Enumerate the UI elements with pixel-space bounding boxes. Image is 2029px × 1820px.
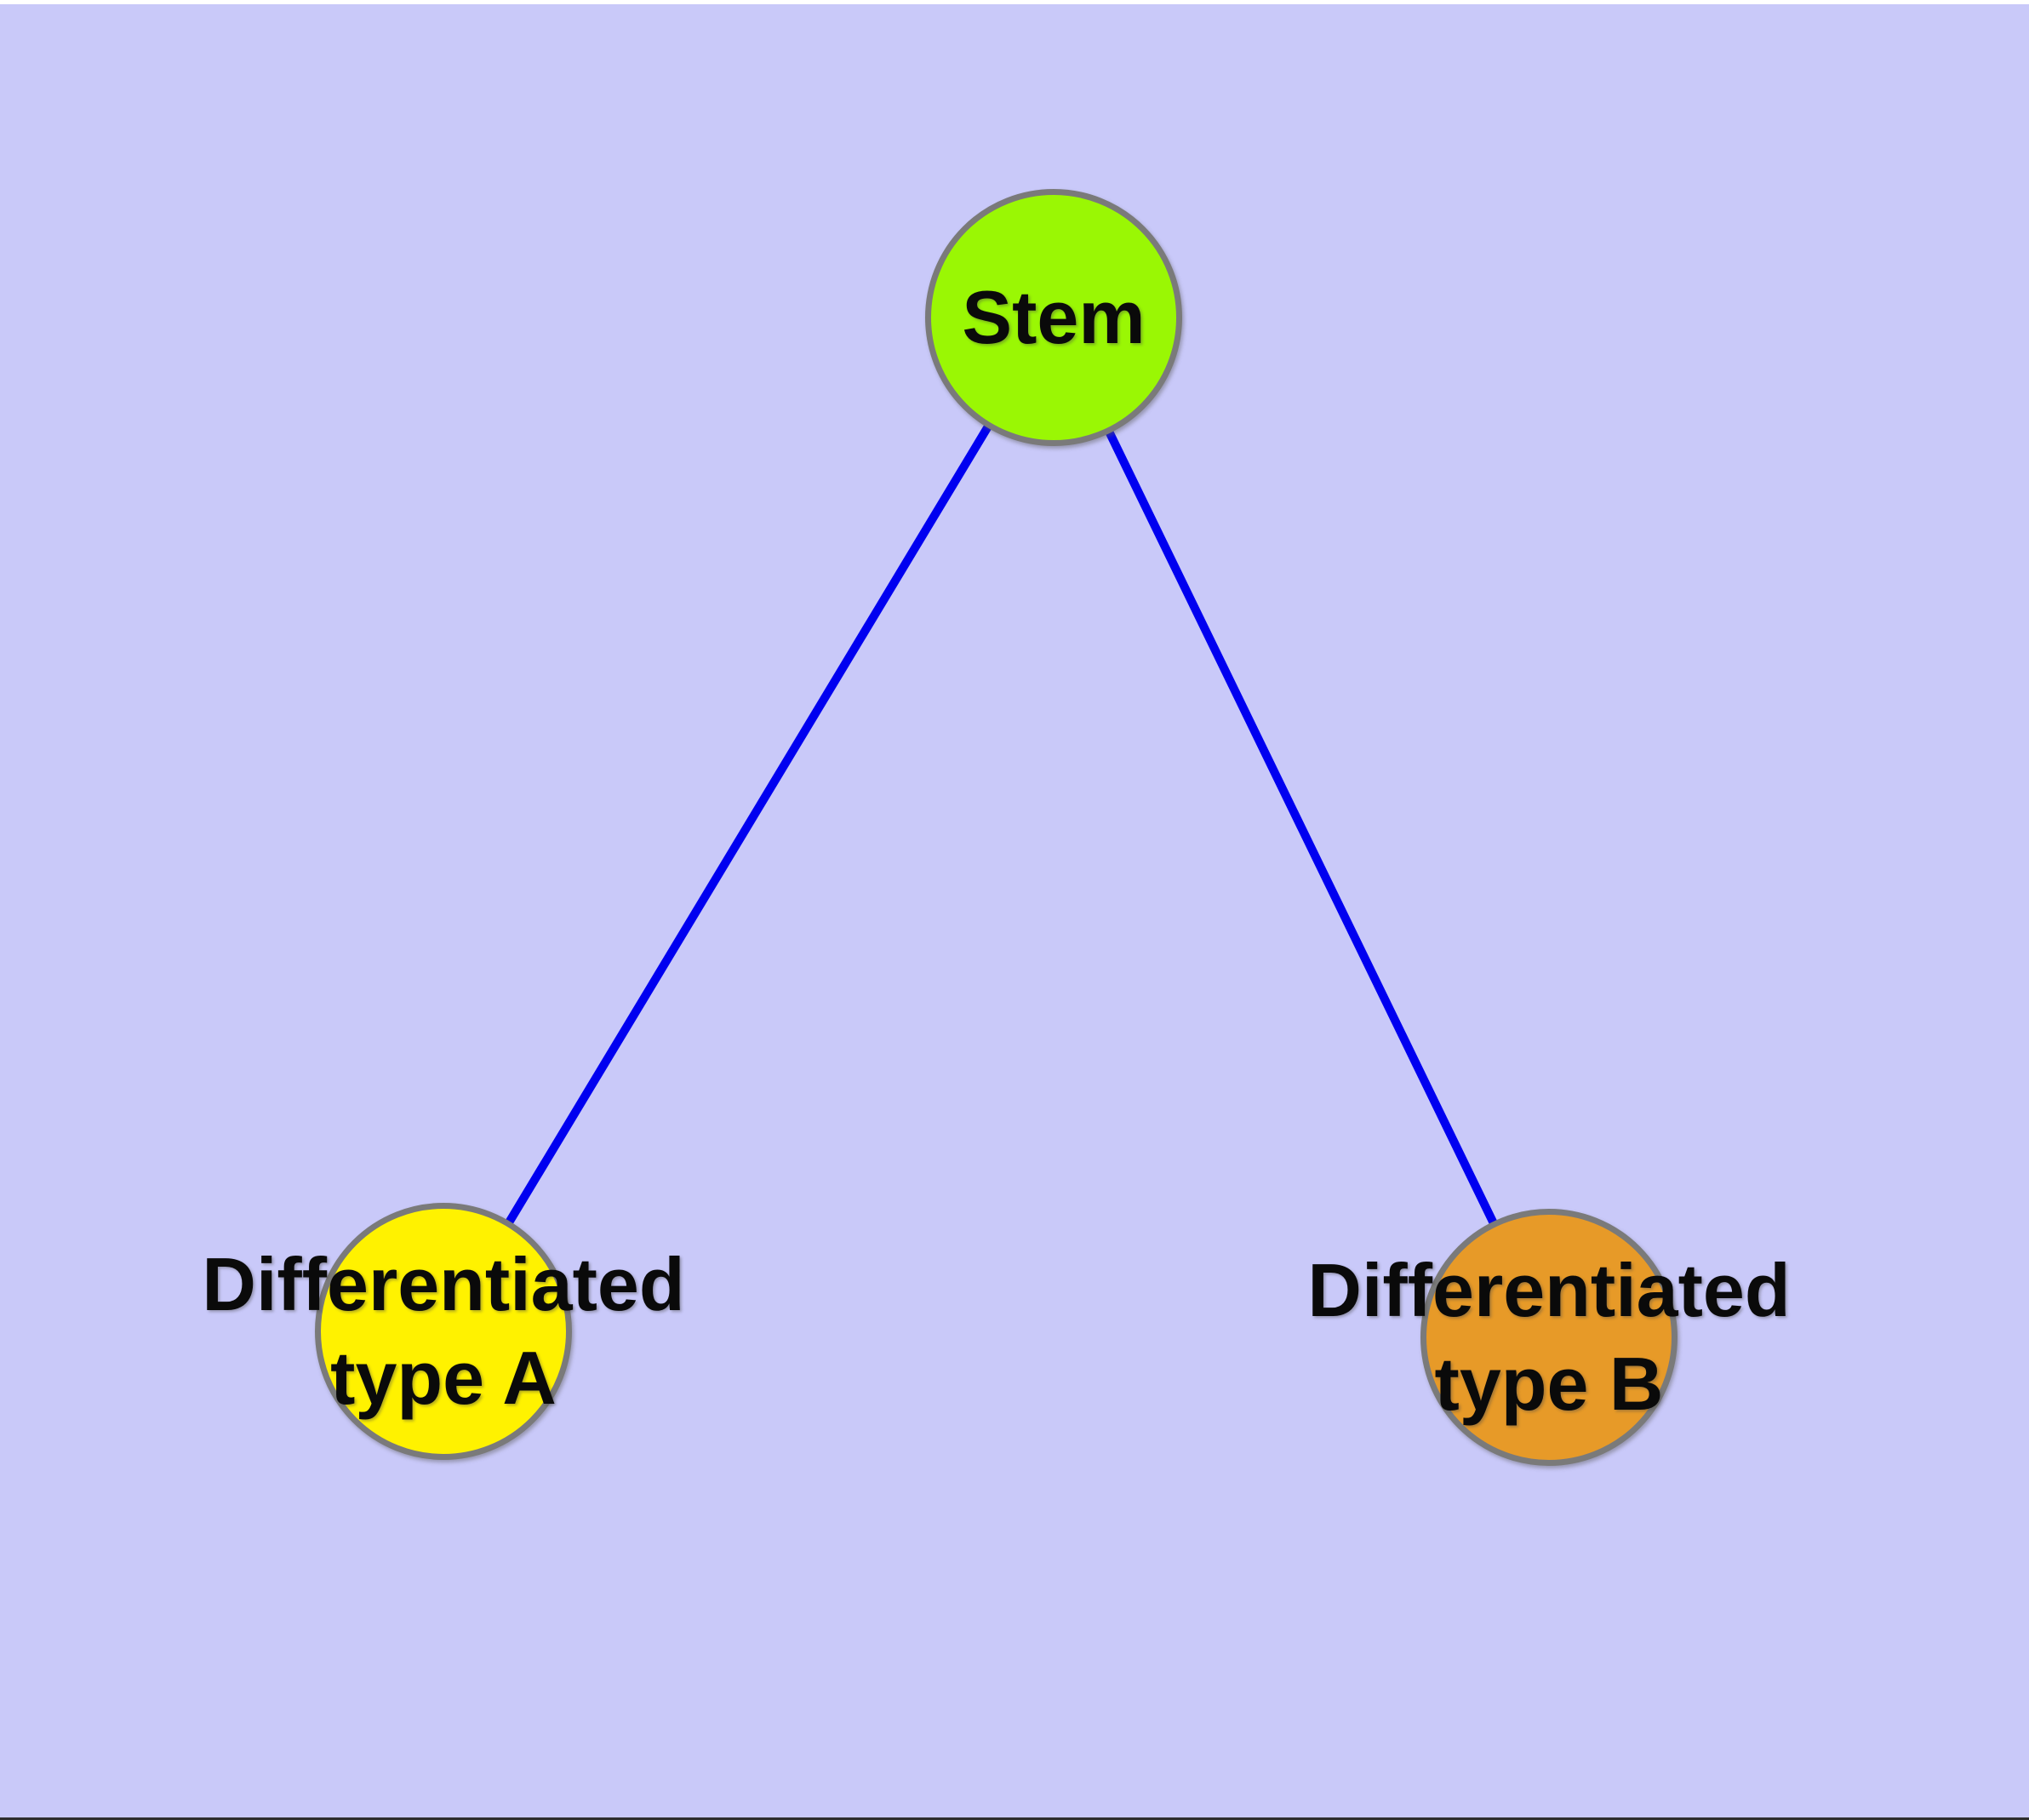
node-differentiated-type-a: Differentiated type A xyxy=(202,1203,685,1460)
edge-stem-to-differentiated-type-b xyxy=(1049,315,1553,1340)
edge-stem-to-differentiated-type-a xyxy=(439,315,1058,1334)
node-stem-label: Stem xyxy=(962,275,1146,359)
bottom-border-strip xyxy=(0,1817,2029,1820)
node-differentiated-type-b: Differentiated type B xyxy=(1307,1209,1791,1466)
node-stem: Stem xyxy=(925,189,1182,446)
top-border-strip xyxy=(0,0,2029,4)
